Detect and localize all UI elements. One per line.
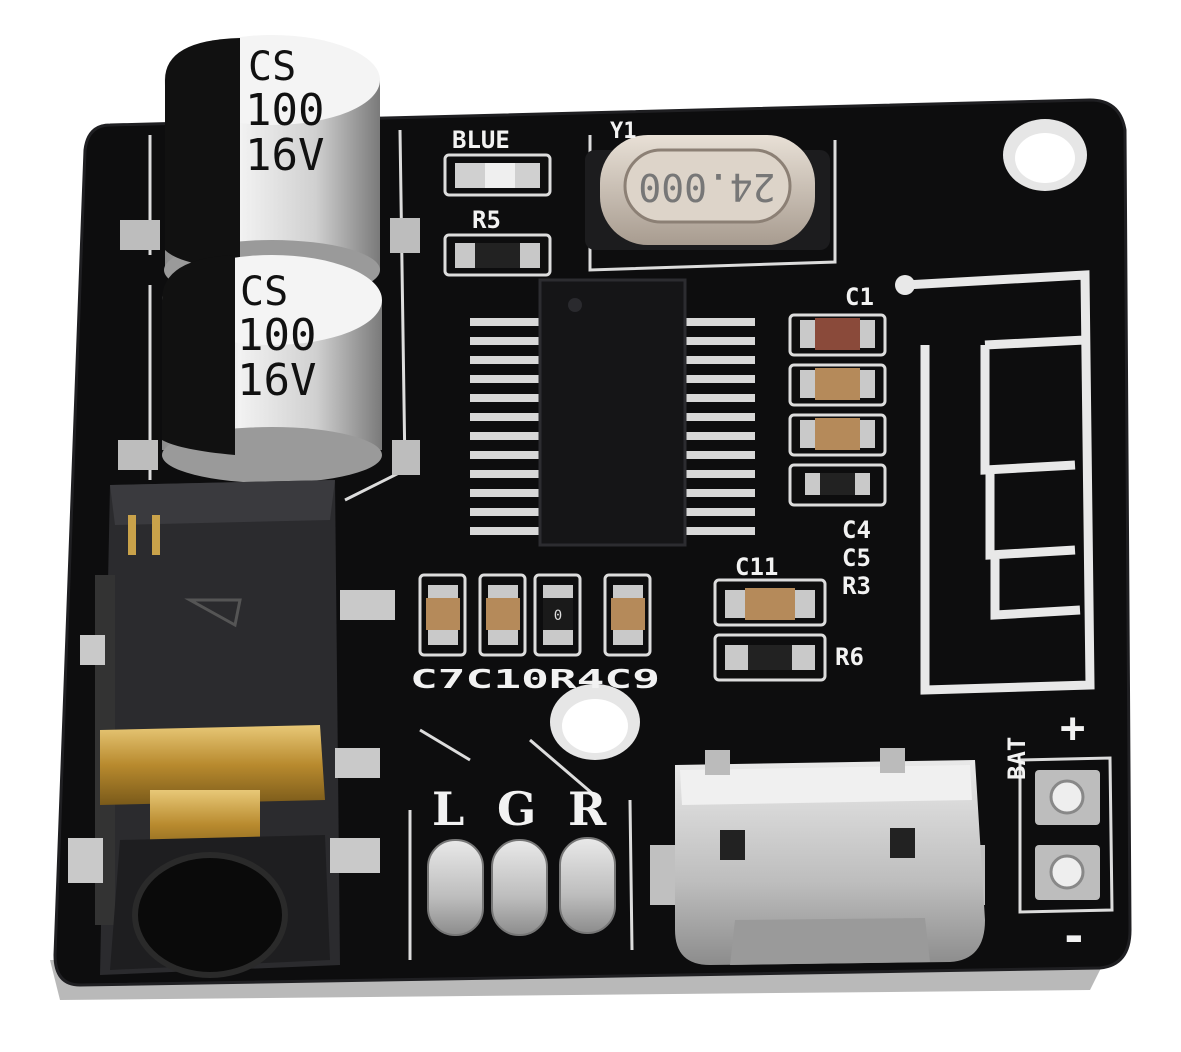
capacitor-c5 [800, 418, 875, 450]
ic-pin-left [470, 527, 542, 535]
ic-pin-right [683, 432, 755, 440]
battery-pads [1035, 770, 1100, 900]
ic-pin-right [683, 413, 755, 421]
ic-pin-left [470, 470, 542, 478]
capacitor-bottom-line2: 100 [237, 310, 316, 361]
ic-pin-left [470, 489, 542, 497]
label-bat: BAT [1003, 737, 1031, 780]
resistor-r4: 0 [543, 585, 573, 645]
mounting-hole-top-right [1003, 119, 1087, 191]
capacitor-bottom-line1: CS [240, 269, 288, 315]
ic-pin-right [683, 451, 755, 459]
capacitor-c7 [426, 585, 460, 645]
capacitor-bottom: CS 100 16V [162, 255, 382, 483]
ic-pin-right [683, 508, 755, 516]
label-r5: R5 [472, 206, 501, 234]
label-bottom-row: C7C10R4C9 [410, 665, 660, 695]
main-ic [470, 278, 755, 547]
capacitor-top-line3: 16V [245, 130, 324, 181]
resistor-r5 [455, 243, 540, 268]
lgr-pads [427, 837, 616, 936]
capacitor-c11 [725, 588, 815, 620]
blue-led [455, 163, 540, 188]
crystal-marking: 24.000 [638, 165, 775, 209]
capacitor-bottom-line3: 16V [237, 355, 316, 406]
ic-pin-right [683, 527, 755, 535]
label-blue: BLUE [452, 126, 510, 154]
capacitor-top-line1: CS [248, 44, 296, 90]
label-l: L [432, 782, 464, 836]
ic-pin-left [470, 508, 542, 516]
crystal-y1: 24.000 [585, 135, 830, 250]
ic-pin-left [470, 451, 542, 459]
ic-pin-left [470, 318, 542, 326]
label-c11: C11 [735, 553, 778, 581]
jack-tabs [68, 590, 395, 883]
crystal-ref-label: Y1 [610, 119, 637, 144]
label-r3: R3 [842, 572, 871, 600]
label-r6: R6 [835, 643, 864, 671]
resistor-r4-marking: 0 [554, 608, 562, 624]
ic-pin-right [683, 375, 755, 383]
capacitor-tabs [118, 218, 420, 475]
antenna-trace [904, 270, 1095, 695]
label-c5: C5 [842, 544, 871, 572]
ic-pin-left [470, 375, 542, 383]
ic-pin-right [683, 356, 755, 364]
ic-pin-right [683, 394, 755, 402]
label-plus: + [1060, 703, 1085, 752]
capacitor-c10 [486, 585, 520, 645]
ic-pin-left [470, 394, 542, 402]
resistor-r6 [725, 645, 815, 670]
label-c4: C4 [842, 516, 871, 544]
capacitor-top-line2: 100 [245, 85, 324, 136]
ic-pin-right [683, 337, 755, 345]
ic-pin-right [683, 489, 755, 497]
label-g: G [497, 782, 536, 836]
ic-pin-left [470, 337, 542, 345]
ic-pin-left [470, 432, 542, 440]
ic-pin-right [683, 470, 755, 478]
ic-pin-right [683, 318, 755, 326]
audio-jack [95, 480, 340, 978]
micro-usb-connector [650, 748, 985, 965]
label-r: R [568, 782, 607, 836]
ic-pin-left [470, 356, 542, 364]
label-c1: C1 [845, 283, 874, 311]
capacitor-c4 [800, 368, 875, 400]
capacitor-c9 [611, 585, 645, 645]
ic-pin-left [470, 413, 542, 421]
label-minus: - [1060, 909, 1088, 963]
resistor-r3 [805, 473, 870, 495]
mounting-hole-center [550, 684, 640, 760]
capacitor-c1 [800, 318, 875, 350]
